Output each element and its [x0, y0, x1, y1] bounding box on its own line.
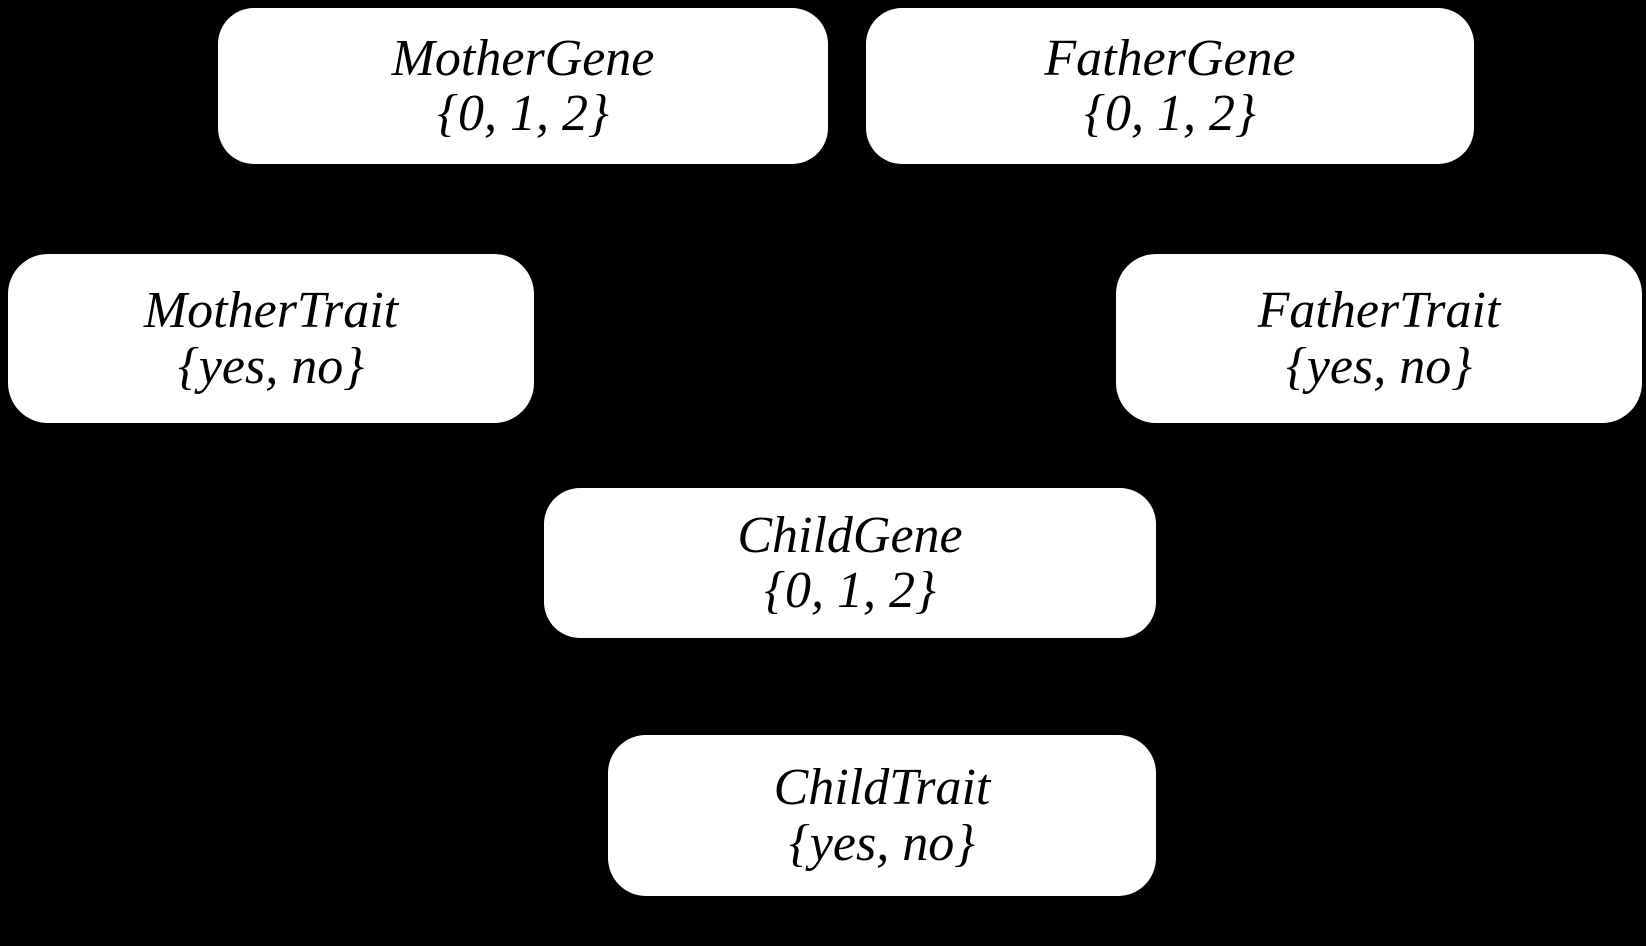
- node-mother-gene-label: MotherGene: [391, 29, 655, 87]
- node-father-trait-domain: {yes, no}: [1286, 337, 1472, 395]
- node-mother-trait-label: MotherTrait: [143, 282, 399, 340]
- node-child-trait-domain: {yes, no}: [789, 814, 975, 872]
- node-child-gene[interactable]: ChildGene {0, 1, 2}: [544, 488, 1156, 638]
- node-mother-gene-domain: {0, 1, 2}: [437, 85, 609, 142]
- node-mother-trait[interactable]: MotherTrait {yes, no}: [8, 254, 534, 423]
- node-father-trait[interactable]: FatherTrait {yes, no}: [1116, 254, 1642, 423]
- node-child-trait[interactable]: ChildTrait {yes, no}: [608, 735, 1156, 896]
- node-child-trait-label: ChildTrait: [773, 759, 991, 817]
- node-mother-gene[interactable]: MotherGene {0, 1, 2}: [218, 8, 828, 164]
- node-father-gene-label: FatherGene: [1044, 29, 1296, 87]
- node-father-trait-label: FatherTrait: [1257, 282, 1501, 340]
- node-child-gene-label: ChildGene: [737, 506, 963, 564]
- node-child-gene-domain: {0, 1, 2}: [764, 562, 936, 619]
- node-mother-trait-domain: {yes, no}: [178, 337, 364, 395]
- node-father-gene-domain: {0, 1, 2}: [1084, 85, 1256, 142]
- node-father-gene[interactable]: FatherGene {0, 1, 2}: [866, 8, 1474, 164]
